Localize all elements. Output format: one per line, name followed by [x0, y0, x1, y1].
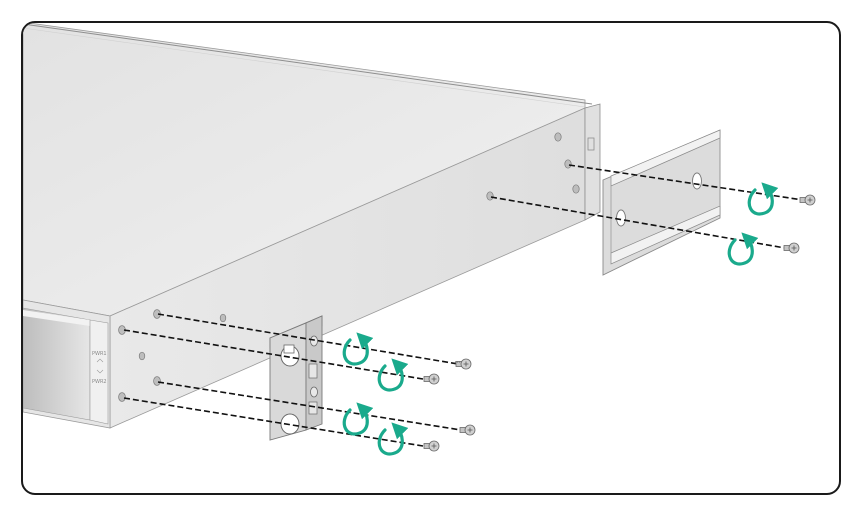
screw-icon [423, 440, 440, 452]
rotate-clockwise-arrow-icon [727, 232, 759, 266]
front-mounting-ear [269, 315, 323, 441]
psu-bay [23, 307, 91, 421]
rotate-arrows [342, 182, 779, 456]
rotate-clockwise-arrow-icon [377, 358, 409, 392]
chassis-right-face [584, 103, 601, 221]
screw-icon [423, 373, 440, 385]
rotate-clockwise-arrow-icon [747, 182, 779, 216]
alignment-guide-lines [123, 164, 804, 447]
rotate-clockwise-arrow-icon [342, 402, 374, 436]
psu2-label: PWR2 [92, 379, 107, 385]
screw-icon [454, 358, 472, 370]
rotate-clockwise-arrow-icon [342, 332, 374, 366]
psu-direction-icon [96, 358, 104, 374]
screw-icon [783, 242, 800, 254]
chassis-port-icon [587, 137, 595, 151]
screw-icon [799, 194, 816, 206]
screws [423, 194, 816, 452]
rear-mounting-rail [602, 129, 721, 276]
rotate-clockwise-arrow-icon [377, 422, 409, 456]
psu1-label: PWR1 [92, 351, 107, 357]
screw-icon [459, 424, 476, 436]
